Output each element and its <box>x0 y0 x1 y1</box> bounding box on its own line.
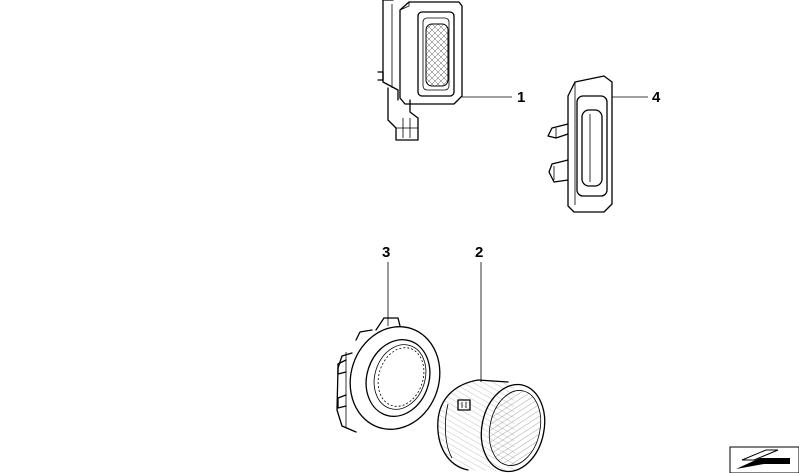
part-number-2: 2 <box>475 244 483 261</box>
component-4-icon <box>547 75 613 213</box>
component-3-icon <box>336 317 441 433</box>
diagram-symbol-icon <box>729 446 799 473</box>
component-1-icon <box>377 0 463 141</box>
component-2-icon <box>437 379 546 473</box>
part-number-1: 1 <box>517 89 525 106</box>
part-number-3: 3 <box>382 244 390 261</box>
part-number-4: 4 <box>652 89 661 106</box>
